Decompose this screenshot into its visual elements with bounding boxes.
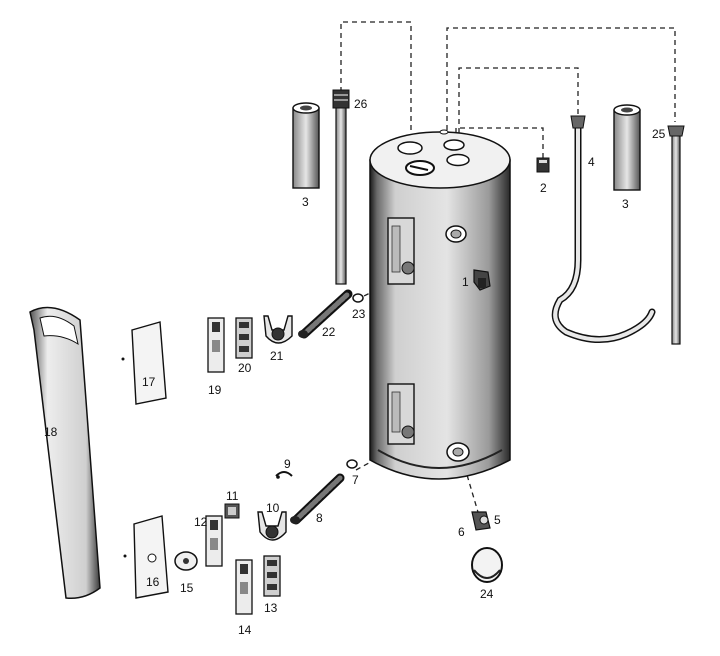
part-1-relief-valve (473, 269, 491, 291)
label-18: 18 (44, 425, 58, 439)
part-22-upper-element (298, 289, 353, 339)
label-3-right: 3 (622, 197, 629, 211)
label-11: 11 (226, 489, 239, 503)
part-7-gasket (346, 459, 358, 469)
part-13-thermostat (263, 555, 281, 597)
part-16-access-cover (123, 515, 169, 599)
part-24-drain-cap (471, 547, 503, 583)
part-20-thermostat (235, 317, 253, 359)
label-23: 23 (352, 307, 366, 321)
part-3-sleeve-left (292, 102, 320, 189)
label-4: 4 (588, 155, 595, 169)
label-13: 13 (264, 601, 278, 615)
part-4-flex-tube (551, 115, 656, 343)
part-3-sleeve-right (613, 104, 641, 191)
part-25-dip-tube (667, 125, 685, 345)
part-9-clip (275, 471, 293, 479)
label-19: 19 (208, 383, 222, 397)
label-26: 26 (354, 97, 368, 111)
label-17: 17 (142, 375, 156, 389)
label-15: 15 (180, 581, 194, 595)
label-5: 5 (494, 513, 501, 527)
part-labels: 1 2 3 3 4 5 6 7 8 9 10 11 12 13 14 15 16… (44, 97, 666, 637)
part-10-bracket (257, 511, 287, 541)
label-10: 10 (266, 501, 280, 515)
part-23-gasket (352, 293, 364, 303)
part-15-washer (174, 551, 198, 571)
label-1: 1 (462, 275, 469, 289)
label-16: 16 (146, 575, 160, 589)
part-11-block (224, 503, 240, 519)
part-17-access-cover (121, 321, 167, 405)
label-20: 20 (238, 361, 252, 375)
part-14-bracket (235, 559, 253, 615)
part-19-bracket (207, 317, 225, 373)
part-26-anode-rod (332, 89, 350, 285)
label-22: 22 (322, 325, 336, 339)
part-12-bracket (205, 515, 223, 567)
label-8: 8 (316, 511, 323, 525)
part-21-bracket (263, 315, 293, 344)
label-21: 21 (270, 349, 284, 363)
label-7: 7 (352, 473, 359, 487)
part-2-fitting (536, 157, 550, 173)
water-heater-tank (369, 129, 511, 480)
part-5-6-drain-valve (471, 511, 491, 531)
label-12: 12 (194, 515, 208, 529)
label-14: 14 (238, 623, 252, 637)
label-2: 2 (540, 181, 547, 195)
part-18-jacket-panel (29, 306, 101, 600)
label-24: 24 (480, 587, 494, 601)
label-6: 6 (458, 525, 465, 539)
label-25: 25 (652, 127, 666, 141)
part-8-lower-element (290, 473, 345, 525)
label-3-left: 3 (302, 195, 309, 209)
label-9: 9 (284, 457, 291, 471)
